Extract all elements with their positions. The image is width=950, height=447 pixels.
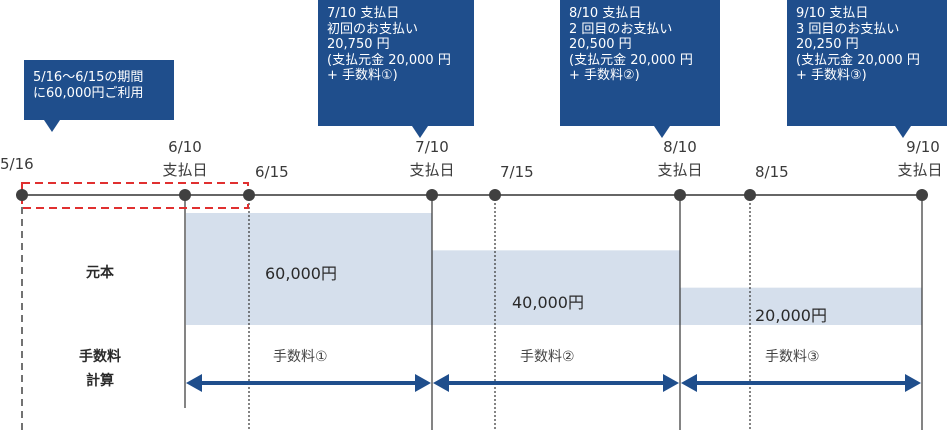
date-label-0715: 7/15 — [500, 163, 534, 181]
payday-label-0610: 支払日 — [162, 161, 208, 179]
callout-line: 3 回目のお支払い — [796, 21, 900, 37]
callout-pointer — [654, 126, 670, 138]
callout-line: (支払元金 20,000 円 — [327, 52, 451, 68]
callout-second-payment: 8/10 支払日 2 回目のお支払い 20,500 円 (支払元金 20,000… — [560, 0, 720, 138]
callout-line: 20,250 円 — [796, 37, 859, 52]
date-label-0615: 6/15 — [255, 163, 289, 181]
principal-bar-3 — [680, 287, 922, 325]
date-label-0710: 7/10 — [415, 138, 449, 156]
row-label-fee-calc-2: 計算 — [86, 373, 114, 389]
date-label-0516: 5/16 — [0, 155, 34, 173]
timeline-dot-0710 — [426, 189, 438, 201]
callout-pointer — [44, 120, 60, 132]
principal-amount-2: 40,000円 — [512, 293, 584, 312]
callout-line: 8/10 支払日 — [569, 6, 642, 21]
callout-line: + 手数料③) — [796, 68, 867, 83]
date-label-0610: 6/10 — [168, 138, 202, 156]
row-label-fee-calc-1: 手数料 — [79, 349, 121, 365]
timeline-dot-0610 — [179, 189, 191, 201]
timeline-dot-0615 — [243, 189, 255, 201]
timeline-dot-0715 — [489, 189, 501, 201]
fee-label-1: 手数料① — [273, 349, 328, 365]
callout-pointer — [895, 126, 911, 138]
row-label-principal: 元本 — [86, 265, 114, 281]
callout-line: 5/16〜6/15の期間 — [33, 70, 144, 85]
principal-bar-2 — [432, 250, 680, 325]
callout-line: + 手数料①) — [327, 68, 398, 83]
fee-arrow-3 — [681, 374, 921, 392]
callout-line: 20,500 円 — [569, 37, 632, 52]
date-label-0815: 8/15 — [755, 163, 789, 181]
payday-label-0810: 支払日 — [657, 161, 703, 179]
callout-line: に60,000円ご利用 — [33, 85, 144, 101]
callout-line: 7/10 支払日 — [327, 6, 400, 21]
principal-amount-1: 60,000円 — [265, 264, 337, 283]
callout-line: 9/10 支払日 — [796, 6, 869, 21]
date-label-0810: 8/10 — [663, 138, 697, 156]
callout-third-payment: 9/10 支払日 3 回目のお支払い 20,250 円 (支払元金 20,000… — [787, 0, 947, 138]
callout-line: (支払元金 20,000 円 — [569, 52, 693, 68]
payday-label-0710: 支払日 — [409, 161, 455, 179]
callout-line: 初回のお支払い — [327, 21, 419, 37]
payday-label-0910: 支払日 — [897, 161, 943, 179]
principal-amount-3: 20,000円 — [755, 306, 827, 325]
timeline-dot-0815 — [744, 189, 756, 201]
callout-line: 2 回目のお支払い — [569, 21, 673, 37]
date-label-0910: 9/10 — [906, 138, 940, 156]
callout-first-payment: 7/10 支払日 初回のお支払い 20,750 円 (支払元金 20,000 円… — [318, 0, 474, 138]
callout-line: (支払元金 20,000 円 — [796, 52, 920, 68]
fee-label-2: 手数料② — [520, 349, 575, 365]
callout-line: + 手数料②) — [569, 68, 640, 83]
fee-arrow-2 — [433, 374, 679, 392]
fee-label-3: 手数料③ — [765, 349, 820, 365]
callout-usage-period: 5/16〜6/15の期間 に60,000円ご利用 — [24, 60, 174, 132]
callout-line: 20,750 円 — [327, 37, 390, 52]
timeline-dot-0910 — [916, 189, 928, 201]
principal-bar-1 — [186, 213, 432, 325]
timeline-dot-0810 — [674, 189, 686, 201]
timeline-dot-0516 — [16, 189, 28, 201]
callout-pointer — [412, 126, 428, 138]
fee-arrow-1 — [186, 374, 431, 392]
